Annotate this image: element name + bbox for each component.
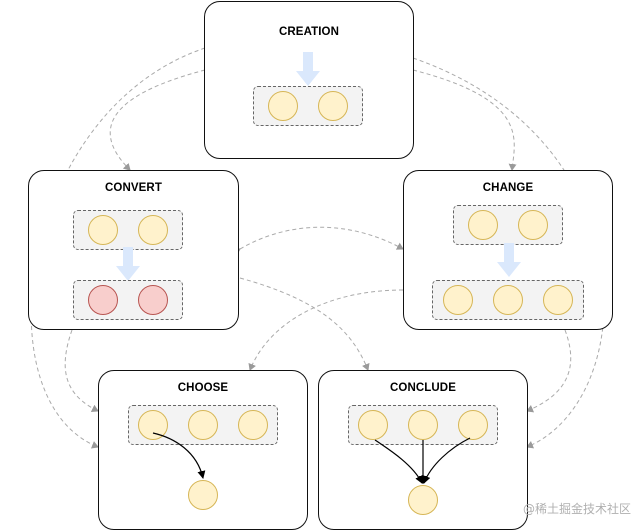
convert-red-circle-2	[138, 285, 168, 315]
change-circle-3	[443, 285, 473, 315]
connector-convert-conclude	[239, 277, 370, 371]
change-title: CHANGE	[482, 182, 534, 194]
creation-title: CREATION	[278, 26, 339, 38]
connector-convert-change	[232, 226, 404, 256]
watermark: @稀土掘金技术社区	[522, 502, 631, 516]
conclude-circle-3	[458, 410, 488, 440]
convert-title: CONVERT	[105, 182, 162, 194]
change-circle-4	[493, 285, 523, 315]
conclude-title: CONCLUDE	[390, 382, 456, 394]
choose-circle-2	[188, 410, 218, 440]
change-down-arrow-icon	[497, 243, 521, 277]
connector-creation-convert	[109, 69, 206, 171]
creation-down-arrow-icon	[296, 52, 320, 86]
creation-circle-1	[268, 91, 298, 121]
connector-change-conclude	[526, 329, 572, 413]
conclude-result-circle	[408, 485, 438, 515]
creation-circle-2	[318, 91, 348, 121]
convert-down-arrow-icon	[116, 247, 140, 281]
change-circle-2	[518, 210, 548, 240]
choose-result-circle	[188, 480, 218, 510]
change-circle-5	[543, 285, 573, 315]
choose-circle-1	[138, 410, 168, 440]
choose-title: CHOOSE	[177, 382, 229, 394]
convert-red-circle-1	[88, 285, 118, 315]
convert-circle-2	[138, 215, 168, 245]
connector-convert-choose	[64, 329, 99, 412]
conclude-circle-1	[358, 410, 388, 440]
connector-change-choose	[248, 289, 404, 371]
choose-circle-3	[238, 410, 268, 440]
creation-node: CREATION	[204, 1, 414, 159]
conclude-circle-2	[408, 410, 438, 440]
change-circle-1	[468, 210, 498, 240]
connector-creation-change	[412, 69, 517, 171]
convert-circle-1	[88, 215, 118, 245]
